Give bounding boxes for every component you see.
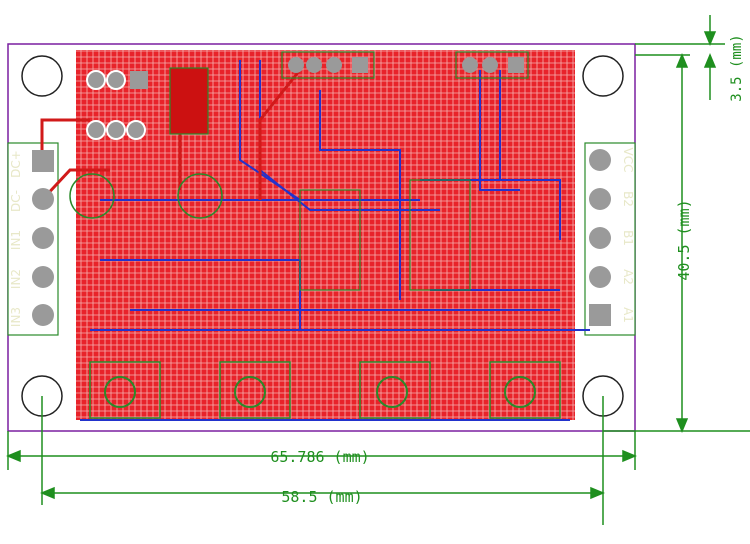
power-component xyxy=(169,67,209,135)
label-b1: B1 xyxy=(621,230,635,246)
push-buttons xyxy=(89,361,561,419)
left-silk-labels: DC+ DC- IN1 IN2 IN3 xyxy=(9,150,23,327)
label-dc-plus: DC+ xyxy=(9,150,23,178)
label-a2: A2 xyxy=(621,269,635,285)
capacitor-right xyxy=(177,173,223,219)
bottom-traces xyxy=(80,60,590,421)
ic-main-left xyxy=(299,189,361,291)
pad-in3 xyxy=(32,304,54,326)
label-in3: IN3 xyxy=(9,307,23,327)
capacitor-left xyxy=(69,173,115,219)
copper-pour xyxy=(76,50,575,420)
pad-a1 xyxy=(589,304,611,326)
right-silk-labels: VCC B2 B1 A2 A1 xyxy=(621,148,635,323)
mounting-hole-top-left xyxy=(21,55,63,97)
top-pin-header-left xyxy=(281,51,375,79)
dimension-lines xyxy=(6,15,750,525)
pad-b2 xyxy=(589,188,611,210)
pad-dc-plus xyxy=(32,150,54,172)
jumper-pins xyxy=(86,70,148,140)
left-header-pads xyxy=(32,150,54,326)
pad-vcc xyxy=(589,149,611,171)
pad-a2 xyxy=(589,266,611,288)
top-pin-header-right xyxy=(455,51,529,79)
right-header-pads xyxy=(589,149,611,326)
pad-dc-minus xyxy=(32,188,54,210)
dimension-edge-offset: 3.5 (mm) xyxy=(729,34,745,101)
label-a1: A1 xyxy=(621,307,635,323)
label-dc-minus: DC- xyxy=(9,190,23,212)
label-in1: IN1 xyxy=(9,230,23,250)
pad-in1 xyxy=(32,227,54,249)
label-b2: B2 xyxy=(621,191,635,207)
ic-main-right xyxy=(409,179,471,291)
label-in2: IN2 xyxy=(9,269,23,289)
mounting-hole-top-right xyxy=(582,55,624,97)
dimension-width-outer: 65.786 (mm) xyxy=(270,448,369,466)
pad-in2 xyxy=(32,266,54,288)
label-vcc: VCC xyxy=(621,148,635,173)
mounting-holes xyxy=(21,55,624,417)
dimension-width-holes: 58.5 (mm) xyxy=(281,488,362,506)
dimension-height: 40.5 (mm) xyxy=(675,199,693,280)
pad-b1 xyxy=(589,227,611,249)
